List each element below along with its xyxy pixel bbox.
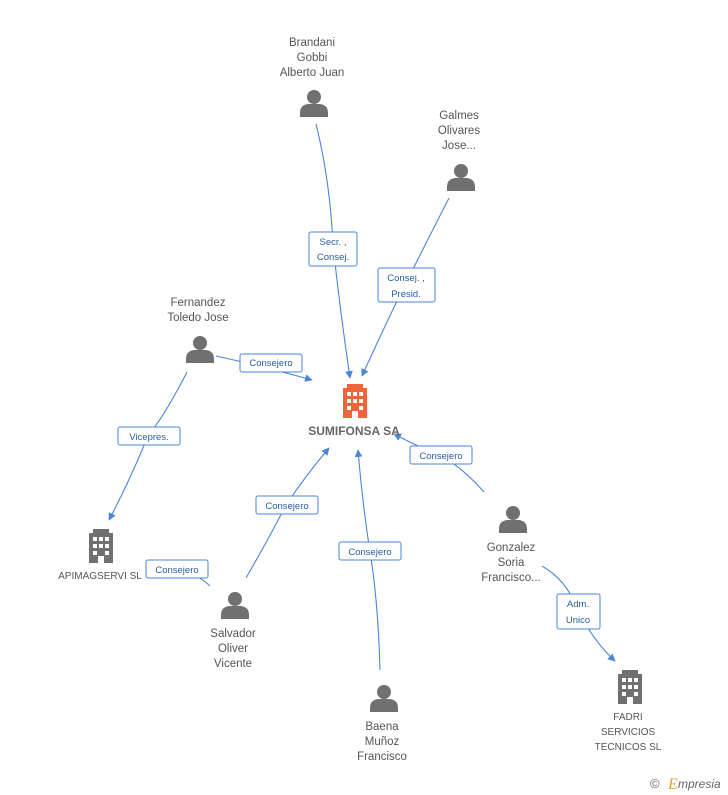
person-node-fernandez[interactable]: Fernandez Toledo Jose: [167, 297, 229, 363]
person-name-line: Muñoz: [365, 736, 400, 748]
person-icon: [221, 592, 249, 619]
company-node-fadri[interactable]: FADRI SERVICIOS TECNICOS SL: [595, 670, 662, 753]
edge-label-line: Consejero: [419, 451, 462, 462]
person-icon: [499, 506, 527, 533]
person-icon: [370, 685, 398, 712]
person-name-line: Fernandez: [171, 297, 226, 309]
edge-label-line: Consejero: [265, 501, 308, 512]
edge-fernandez-apimag: [108, 371, 188, 521]
company-name-line: SERVICIOS: [601, 727, 656, 738]
person-name-line: Alberto Juan: [280, 67, 345, 79]
edge-label-line: Consejero: [348, 547, 391, 558]
edge-label-salvador-center[interactable]: Consejero: [255, 495, 319, 515]
brand-logo-text: mpresia: [678, 777, 721, 791]
person-icon: [186, 336, 214, 363]
person-name-line: Galmes: [439, 110, 479, 122]
edge-label-line: Secr. ,: [320, 237, 347, 248]
person-name-line: Vicente: [214, 658, 252, 670]
company-node-sumifonsa[interactable]: SUMIFONSA SA: [308, 384, 400, 438]
person-node-brandani[interactable]: Brandani Gobbi Alberto Juan: [280, 37, 345, 117]
edge-label-line: Vicepres.: [129, 432, 168, 443]
person-name-line: Francisco...: [481, 572, 540, 584]
person-name-line: Gonzalez: [487, 542, 536, 554]
edge-label-fernandez-center[interactable]: Consejero: [239, 353, 303, 373]
person-name-line: Olivares: [438, 125, 480, 137]
person-name-line: Salvador: [210, 628, 256, 640]
edge-label-line: Consej. ,: [387, 273, 425, 284]
building-icon: [618, 670, 642, 704]
person-node-gonzalez[interactable]: Gonzalez Soria Francisco...: [481, 506, 541, 584]
edge-label-line: Unico: [566, 615, 590, 626]
edge-label-brandani-center[interactable]: Secr. , Consej.: [308, 231, 358, 267]
edge-label-fernandez-apimag[interactable]: Vicepres.: [117, 426, 181, 446]
person-name-line: Francisco: [357, 751, 407, 763]
edge-label-line: Consejero: [155, 565, 198, 576]
company-name-line: FADRI: [613, 712, 642, 723]
edge-label-line: Consejero: [249, 358, 292, 369]
person-node-baena[interactable]: Baena Muñoz Francisco: [357, 685, 407, 763]
person-node-salvador[interactable]: Salvador Oliver Vicente: [210, 592, 256, 670]
edge-label-galmes-center[interactable]: Consej. , Presid.: [377, 267, 436, 303]
person-name-line: Soria: [498, 557, 525, 569]
edge-label-gonzalez-center[interactable]: Consejero: [409, 445, 473, 465]
brand-logo-initial: E: [667, 776, 678, 793]
edge-label-salvador-apimag[interactable]: Consejero: [145, 559, 209, 579]
person-name-line: Gobbi: [297, 52, 328, 64]
edge-label-gonzalez-fadri[interactable]: Adm. Unico: [556, 593, 601, 630]
edge-label-line: Presid.: [391, 289, 421, 300]
person-node-galmes[interactable]: Galmes Olivares Jose...: [438, 110, 480, 191]
edge-label-line: Consej.: [317, 252, 349, 263]
building-icon: [89, 529, 113, 563]
person-icon: [447, 164, 475, 191]
edge-labels: Secr. , Consej. Consej. , Presid. Consej…: [117, 231, 601, 630]
company-name: SUMIFONSA SA: [308, 424, 400, 438]
company-name-line: TECNICOS SL: [595, 742, 662, 753]
person-name-line: Jose...: [442, 140, 476, 152]
person-name-line: Brandani: [289, 37, 335, 49]
company-node-apimagservi[interactable]: APIMAGSERVI SL: [58, 529, 142, 582]
copyright-symbol: ©: [650, 776, 660, 791]
person-name-line: Toledo Jose: [167, 312, 228, 324]
person-name-line: Oliver: [218, 643, 248, 655]
building-icon: [343, 384, 367, 418]
company-name: APIMAGSERVI SL: [58, 571, 142, 582]
edge-label-baena-center[interactable]: Consejero: [338, 541, 402, 561]
edge-label-line: Adm.: [567, 599, 589, 610]
person-name-line: Baena: [365, 721, 399, 733]
footer-brand: © E mpresia: [650, 776, 721, 793]
person-icon: [300, 90, 328, 117]
